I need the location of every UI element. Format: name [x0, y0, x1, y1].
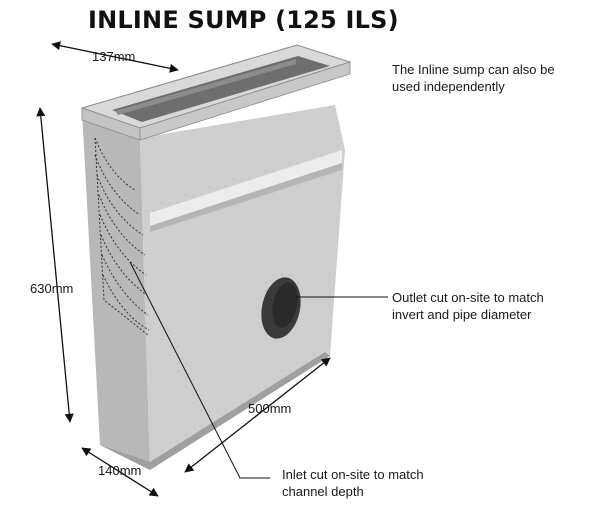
- inlet-leader-line: [129, 261, 270, 479]
- sump-opening: [112, 56, 330, 122]
- outlet-note-line-1: Outlet cut on-site to match: [392, 290, 544, 305]
- sump-band: [150, 150, 342, 226]
- inlet-note-line-1: Inlet cut on-site to match: [282, 467, 424, 482]
- bottom-width-label: 140mm: [98, 463, 142, 478]
- sump-body: [80, 44, 352, 470]
- height-label: 630mm: [30, 281, 74, 296]
- length-arrow: [184, 357, 331, 473]
- independent-note-line-1: The Inline sump can also be: [392, 62, 555, 77]
- outlet-note-line-2: invert and pipe diameter: [392, 307, 532, 322]
- top-width-arrow: [51, 41, 179, 73]
- bottom-width-arrow: [81, 447, 159, 497]
- inlet-note-line-2: channel depth: [282, 484, 364, 499]
- sump-end-face: [82, 110, 150, 470]
- independent-note: The Inline sump can also be used indepen…: [392, 61, 555, 95]
- inlet-dashed-outline: [94, 137, 150, 336]
- outlet-note: Outlet cut on-site to match invert and p…: [392, 289, 544, 323]
- page-title: INLINE SUMP (125 ILS): [88, 6, 399, 34]
- length-label: 500mm: [248, 401, 292, 416]
- top-width-label: 137mm: [92, 49, 136, 64]
- inlet-note: Inlet cut on-site to match channel depth: [282, 466, 424, 500]
- independent-note-line-2: used independently: [392, 79, 505, 94]
- height-arrow: [36, 107, 74, 423]
